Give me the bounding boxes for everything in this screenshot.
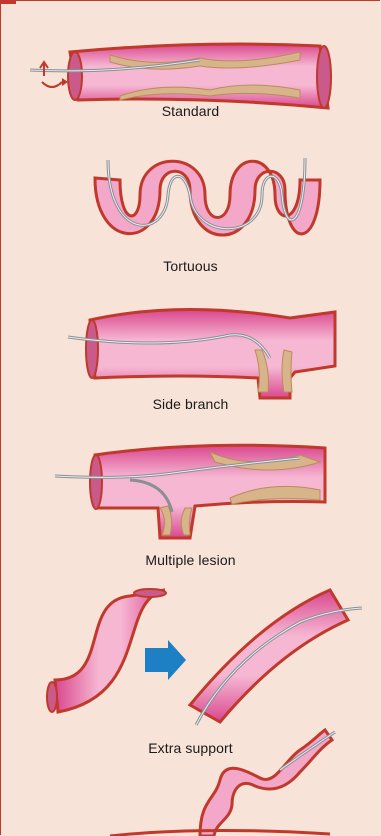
arrow-right-icon [145,640,186,680]
straightened-vessel [190,590,348,722]
rotation-arrow-icon [42,82,62,87]
standard-vessel [68,44,331,108]
panel-label-tortuous: Tortuous [0,258,381,274]
panel-label-multiple-lesion: Multiple lesion [0,552,381,568]
panel-label-extra-support: Extra support [0,740,381,756]
panel-label-side-branch: Side branch [0,396,381,412]
panel-label-standard: Standard [0,103,381,119]
side-branch-vessel [86,309,335,398]
